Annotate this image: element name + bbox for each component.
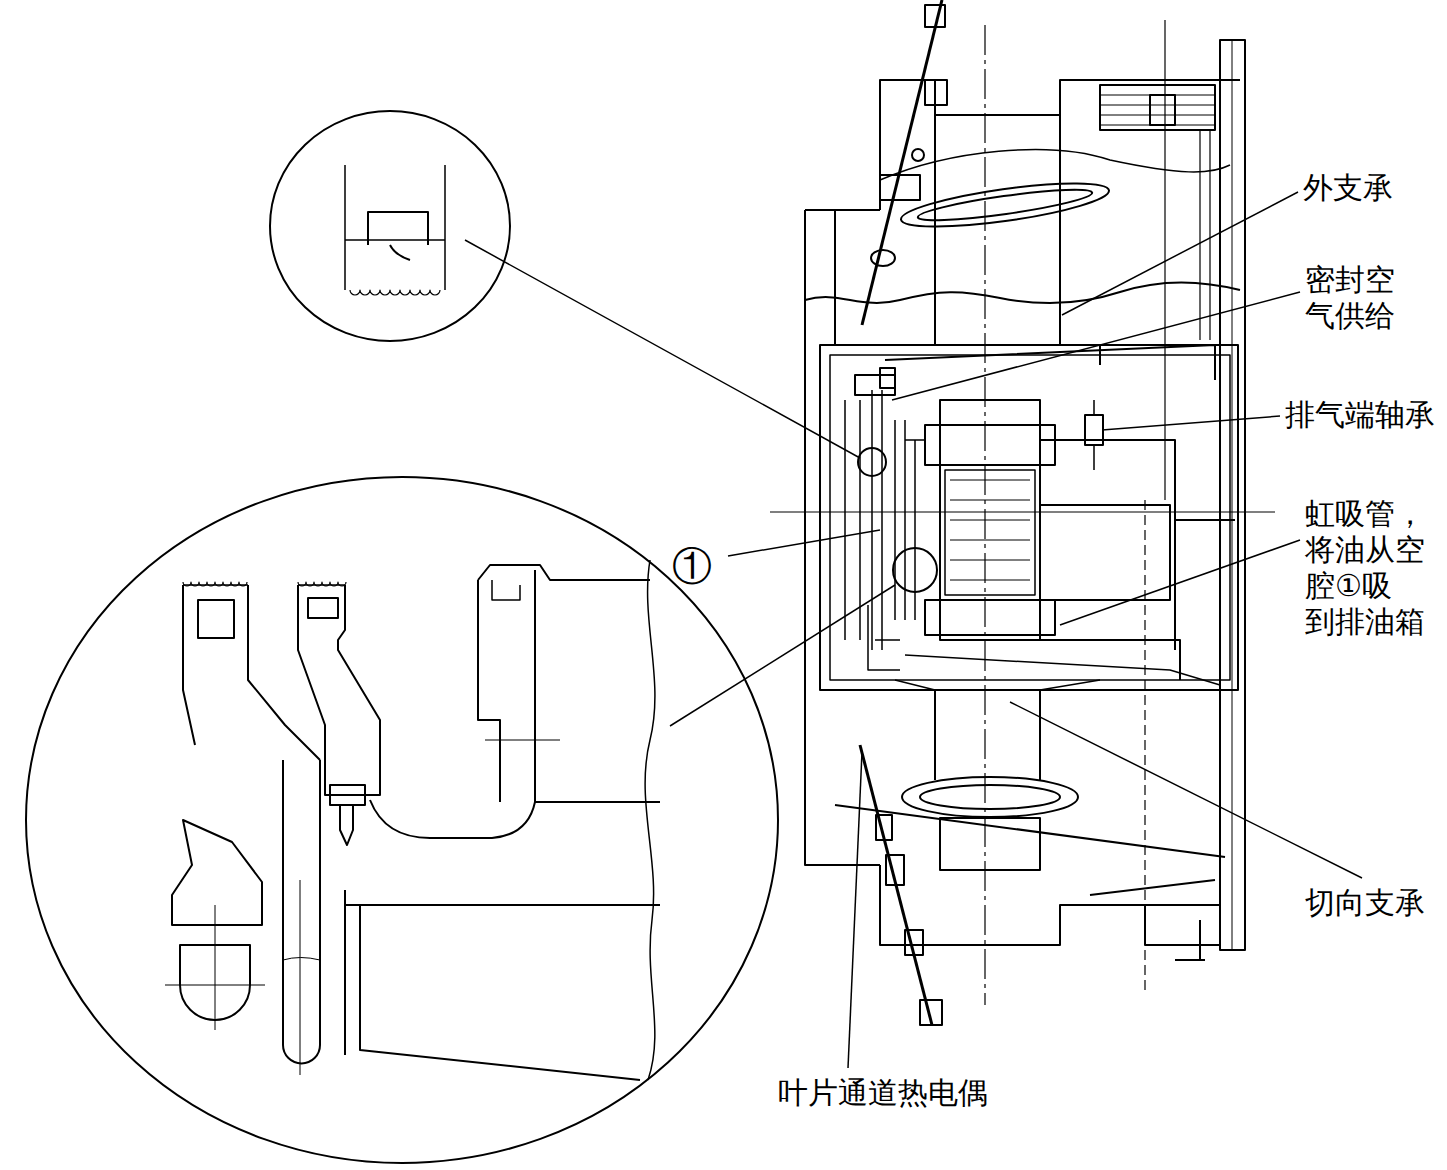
part-label: 排气端轴承 bbox=[1285, 397, 1435, 433]
part-label: 切向支承 bbox=[1305, 885, 1425, 921]
note-label: 虹吸管， 将油从空 腔①吸 到排油箱 bbox=[1305, 496, 1440, 640]
callout-number: ① bbox=[672, 546, 712, 586]
part-label: 叶片通道热电偶 bbox=[778, 1075, 988, 1111]
part-label: 外支承 bbox=[1303, 170, 1393, 206]
part-label: 密封空 气供给 bbox=[1305, 262, 1405, 334]
